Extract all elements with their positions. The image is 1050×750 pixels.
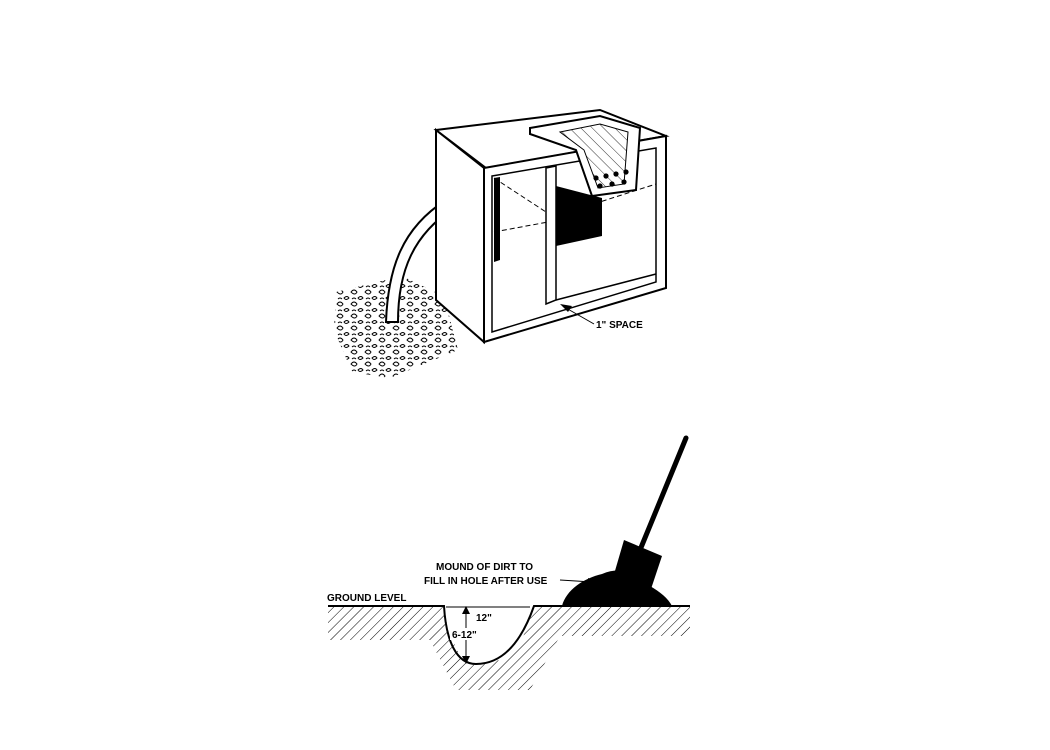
- space-label: 1" SPACE: [596, 320, 643, 331]
- space-arrow: [565, 307, 595, 325]
- inner-partition: [545, 165, 557, 306]
- ground-level-label: GROUND LEVEL: [327, 593, 406, 604]
- width-label: 12": [476, 613, 492, 624]
- box-diagram: 1" SPACE: [334, 108, 670, 378]
- shovel-handle: [637, 435, 689, 553]
- gravel-bed: [334, 276, 458, 378]
- ground-line: [328, 605, 690, 666]
- ground-soil: [328, 606, 690, 690]
- mound-label-line2: FILL IN HOLE AFTER USE: [424, 576, 548, 587]
- tray-holes: [593, 169, 629, 189]
- hole-diagram: MOUND OF DIRT TO FILL IN HOLE AFTER USE …: [327, 435, 690, 690]
- depth-label: 6-12": [452, 630, 477, 641]
- dark-panel: [556, 186, 602, 246]
- mound-arrow: [559, 579, 593, 583]
- mound-label-line1: MOUND OF DIRT TO: [436, 562, 533, 573]
- shovel-blade: [610, 540, 662, 604]
